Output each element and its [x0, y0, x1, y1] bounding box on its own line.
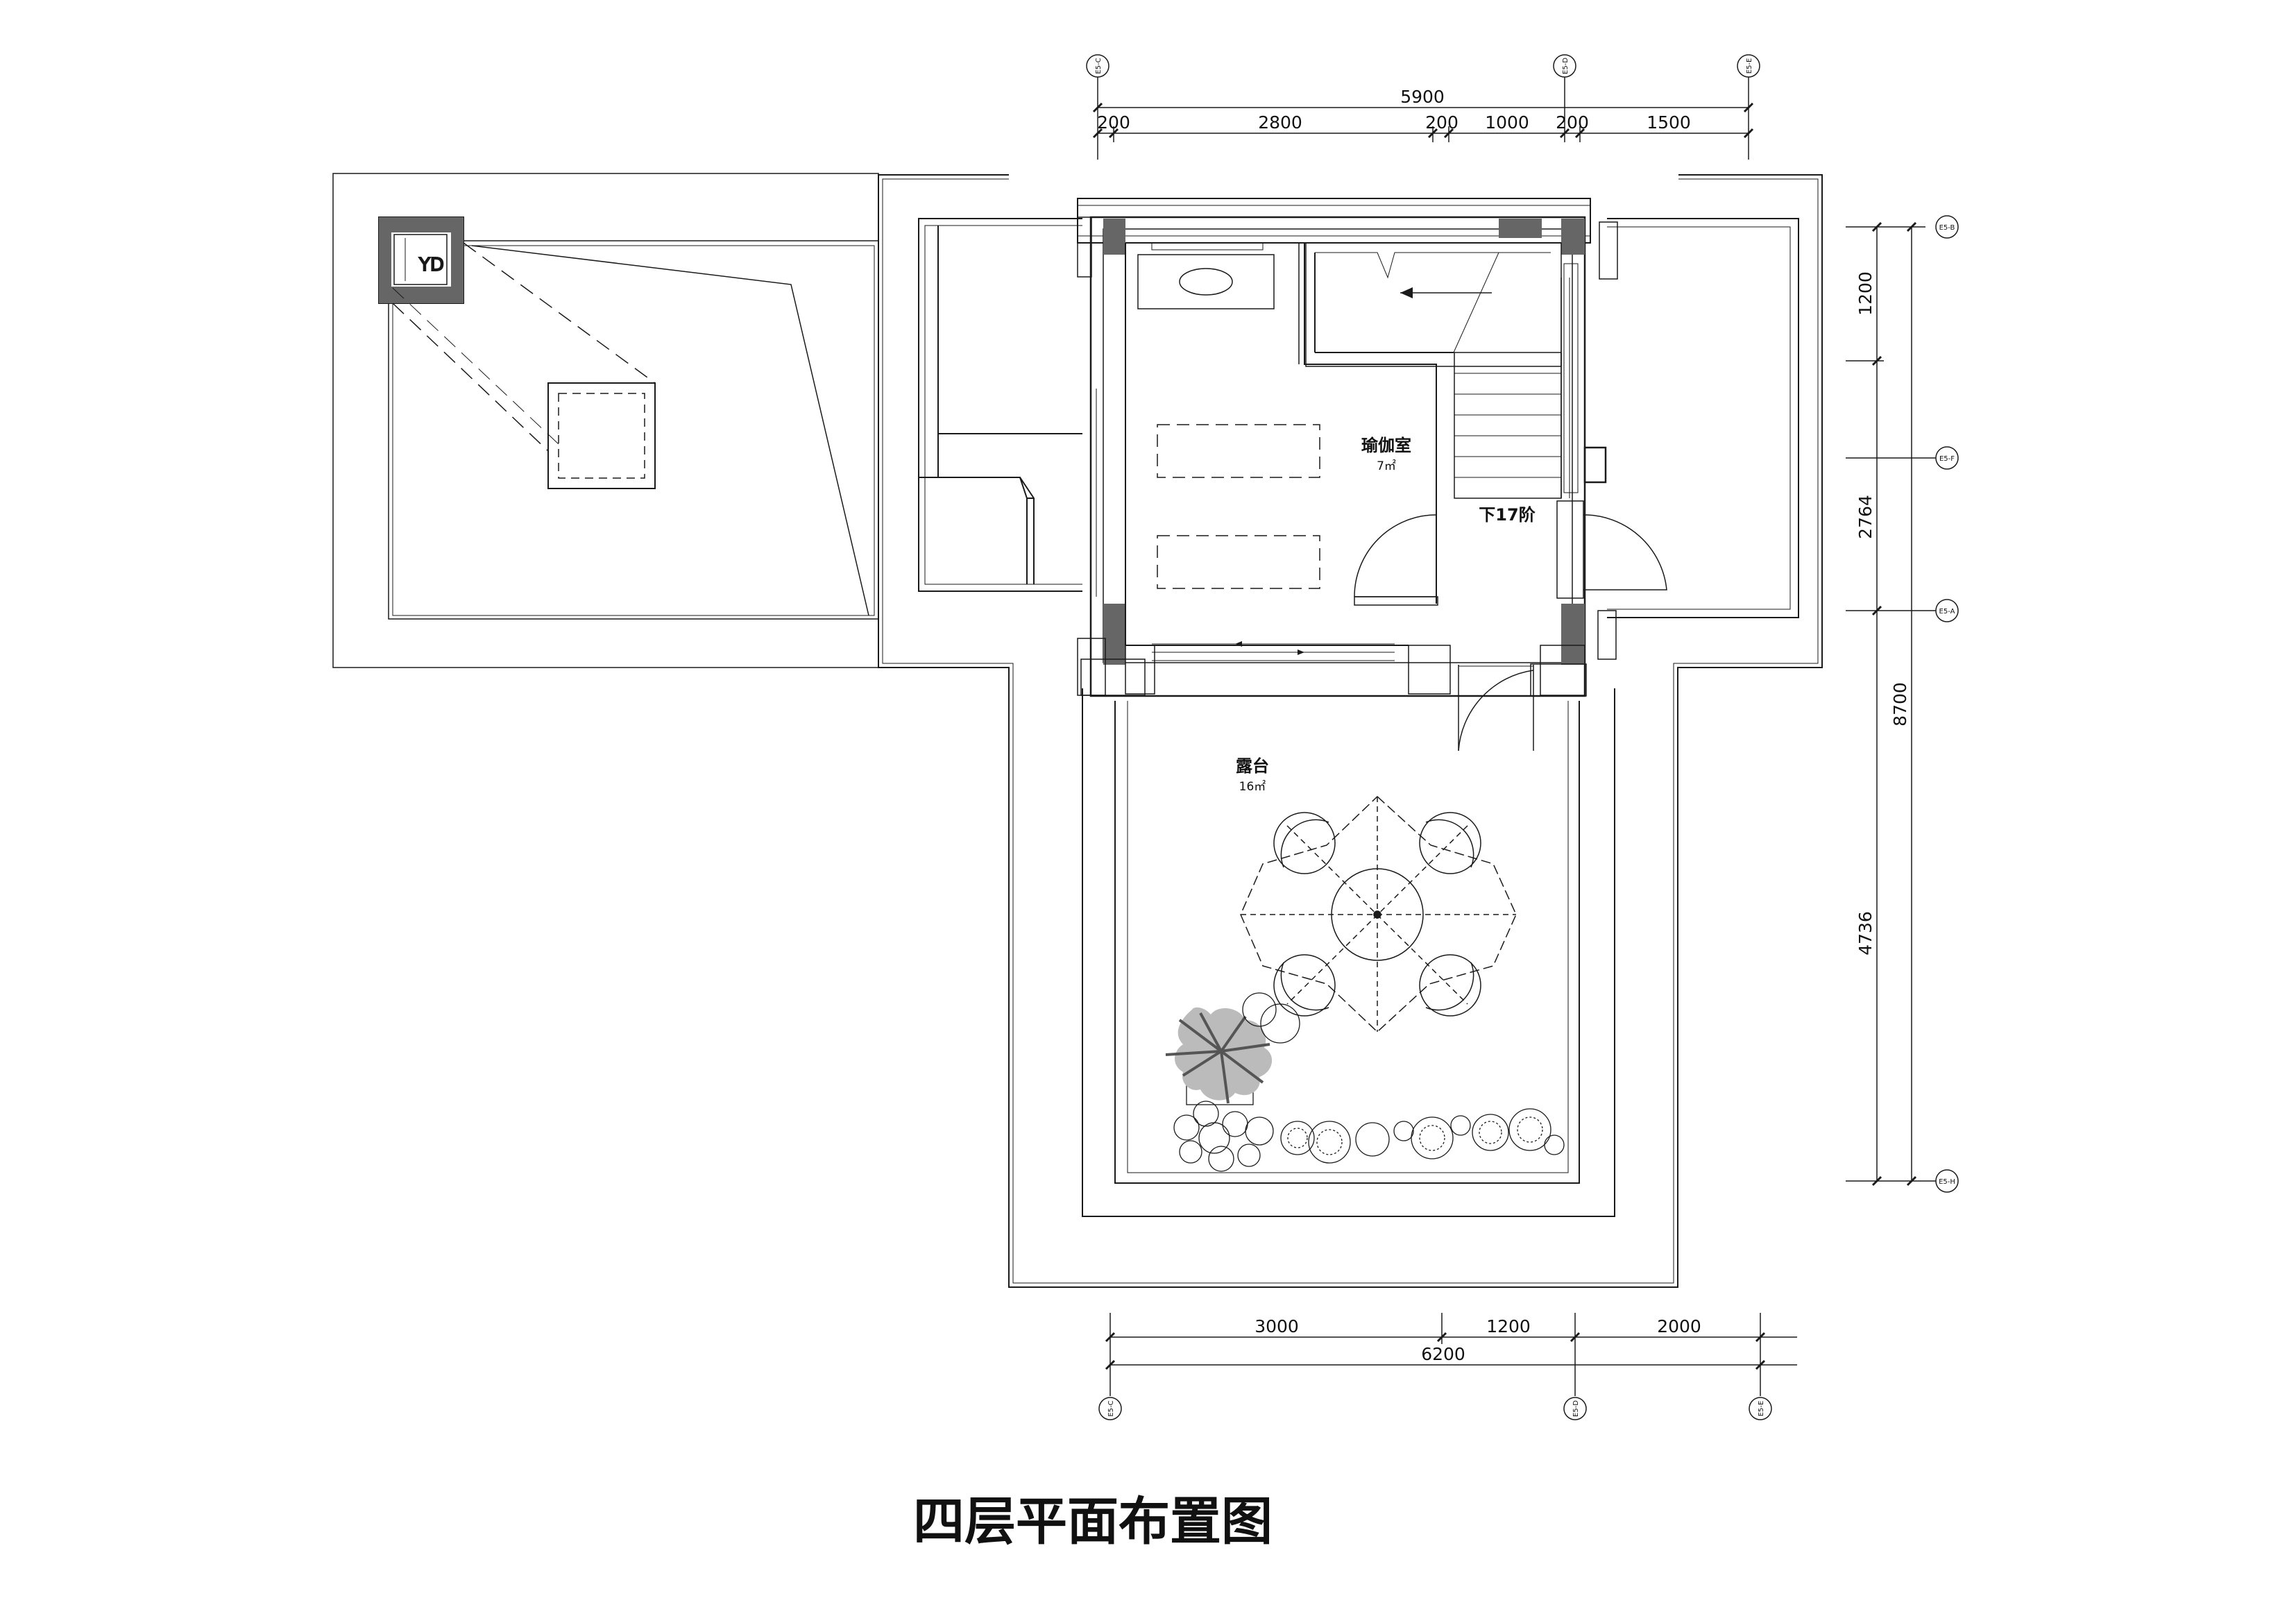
room-yoga-name: 瑜伽室 [1361, 436, 1411, 455]
axis-tag-bottom-1: E5-C [1107, 1400, 1115, 1416]
chair [1419, 954, 1481, 1017]
side-storage-left [918, 218, 1082, 592]
axis-tag-top-2: E5-D [1562, 58, 1570, 74]
main-walls [1077, 198, 1591, 697]
chair [1273, 812, 1336, 874]
axis-tag-bottom-3: E5-E [1758, 1401, 1765, 1417]
dim-top-seg-3: 200 [1425, 112, 1459, 133]
dim-right-seg-3: 4736 [1855, 911, 1876, 955]
axis-tag-right-4: E5-H [1939, 1178, 1955, 1186]
roof-terrace-left: YD [332, 173, 879, 668]
planting [1165, 992, 1565, 1172]
shrub-row [1280, 1108, 1565, 1164]
dimension-labels: 5900 200 2800 200 1000 200 1500 1200 276… [1097, 87, 1910, 1364]
room-terrace-name: 露台 [1236, 756, 1269, 776]
dim-right-total: 8700 [1890, 682, 1910, 726]
axis-tag-right-3: E5-A [1939, 608, 1955, 615]
dim-right-seg-1: 1200 [1855, 271, 1876, 316]
dim-bottom-seg-2: 1200 [1486, 1316, 1531, 1336]
dim-right-seg-2: 2764 [1855, 495, 1876, 539]
dim-bottom-seg-3: 2000 [1657, 1316, 1701, 1336]
dim-top-seg-1: 200 [1097, 112, 1130, 133]
dim-top-seg-4: 1000 [1485, 112, 1529, 133]
yoga-room [1125, 242, 1438, 661]
chair [1419, 812, 1481, 874]
side-storage-right [1597, 218, 1799, 660]
dim-top-seg-5: 200 [1556, 112, 1589, 133]
axis-tag-right-2: E5-F [1939, 455, 1955, 463]
dim-top-total: 5900 [1400, 87, 1445, 107]
dimension-bottom [1098, 1313, 1797, 1420]
drawing-title: 四层平面布置图 [913, 1492, 1273, 1552]
room-labels: 瑜伽室 7㎡ 下17阶 露台 16㎡ [1236, 436, 1536, 794]
dimension-top [1086, 54, 1760, 160]
axis-tag-top-3: E5-E [1746, 58, 1753, 74]
axis-tag-top-1: E5-C [1095, 58, 1103, 74]
axis-tag-bottom-2: E5-D [1572, 1400, 1580, 1417]
axis-tags: E5-C E5-D E5-E E5-B E5-F E5-A E5-H E5-C … [1095, 58, 1955, 1417]
building-outline [878, 174, 1823, 1288]
chair [1273, 954, 1336, 1017]
stair [1298, 242, 1667, 751]
dimension-right [1846, 215, 1959, 1193]
dim-top-seg-6: 1500 [1647, 112, 1691, 133]
parasol-table-set [1240, 795, 1517, 1033]
axis-tag-right-1: E5-B [1939, 224, 1955, 232]
room-yoga-area: 7㎡ [1377, 459, 1396, 473]
svg-text:YD: YD [418, 255, 444, 275]
room-terrace-area: 16㎡ [1239, 780, 1266, 794]
dim-bottom-total: 6200 [1421, 1344, 1465, 1364]
dim-top-seg-2: 2800 [1258, 112, 1302, 133]
tree-symbol [1165, 992, 1300, 1172]
dim-bottom-seg-1: 3000 [1255, 1316, 1299, 1336]
stair-down-label: 下17阶 [1479, 505, 1535, 525]
